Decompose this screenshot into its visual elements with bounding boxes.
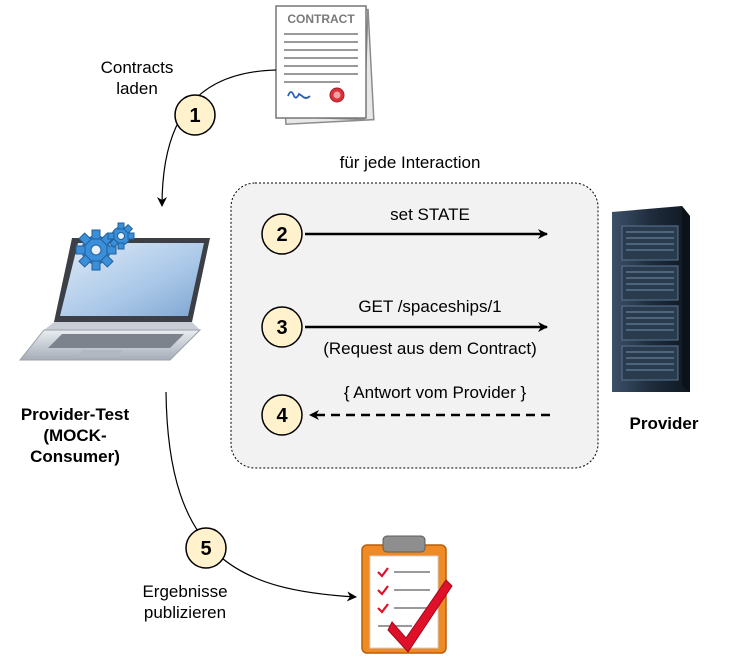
loop-label: für jede Interaction: [339, 153, 481, 172]
interaction-loop-box: [230, 182, 599, 469]
step-4-badge: 4: [261, 394, 303, 436]
step-1-badge: 1: [174, 94, 216, 136]
step-2-label: set STATE: [390, 205, 470, 224]
step-5-number: 5: [200, 538, 211, 560]
gears-icon: [75, 222, 135, 271]
step-5-label-line-2: publizieren: [143, 603, 227, 622]
step-4-number: 4: [276, 405, 288, 427]
laptop-icon: [18, 238, 210, 361]
step-4-label: { Antwort vom Provider }: [343, 383, 527, 402]
step-5-label-line-1: Ergebnisse: [142, 582, 228, 601]
step-3-number: 3: [276, 317, 287, 339]
step-3-sublabel: (Request aus dem Contract): [323, 339, 537, 358]
server-icon: [612, 206, 690, 392]
step-1-label: Contracts laden: [82, 57, 192, 99]
step-3-badge: 3: [261, 306, 303, 348]
consumer-label-line-2: (MOCK-: [43, 426, 107, 445]
step-1-label-line-2: laden: [116, 79, 158, 98]
step-5-label: Ergebnisse publizieren: [120, 581, 250, 623]
step-2-number: 2: [276, 224, 287, 246]
provider-label: Provider: [629, 414, 699, 433]
step-2-badge: 2: [261, 213, 303, 255]
step-1-number: 1: [189, 105, 200, 127]
step-3-label: GET /spaceships/1: [358, 297, 502, 316]
step-5-badge: 5: [185, 527, 227, 569]
clipboard-check-icon: [361, 535, 453, 654]
consumer-label-line-1: Provider-Test: [20, 405, 130, 424]
step-1-label-line-1: Contracts: [100, 58, 174, 77]
consumer-label-line-3: Consumer): [30, 447, 120, 466]
contract-title: CONTRACT: [287, 12, 355, 26]
consumer-label: Provider-Test (MOCK- Consumer): [0, 404, 150, 467]
contract-document-icon: CONTRACT: [275, 5, 375, 126]
